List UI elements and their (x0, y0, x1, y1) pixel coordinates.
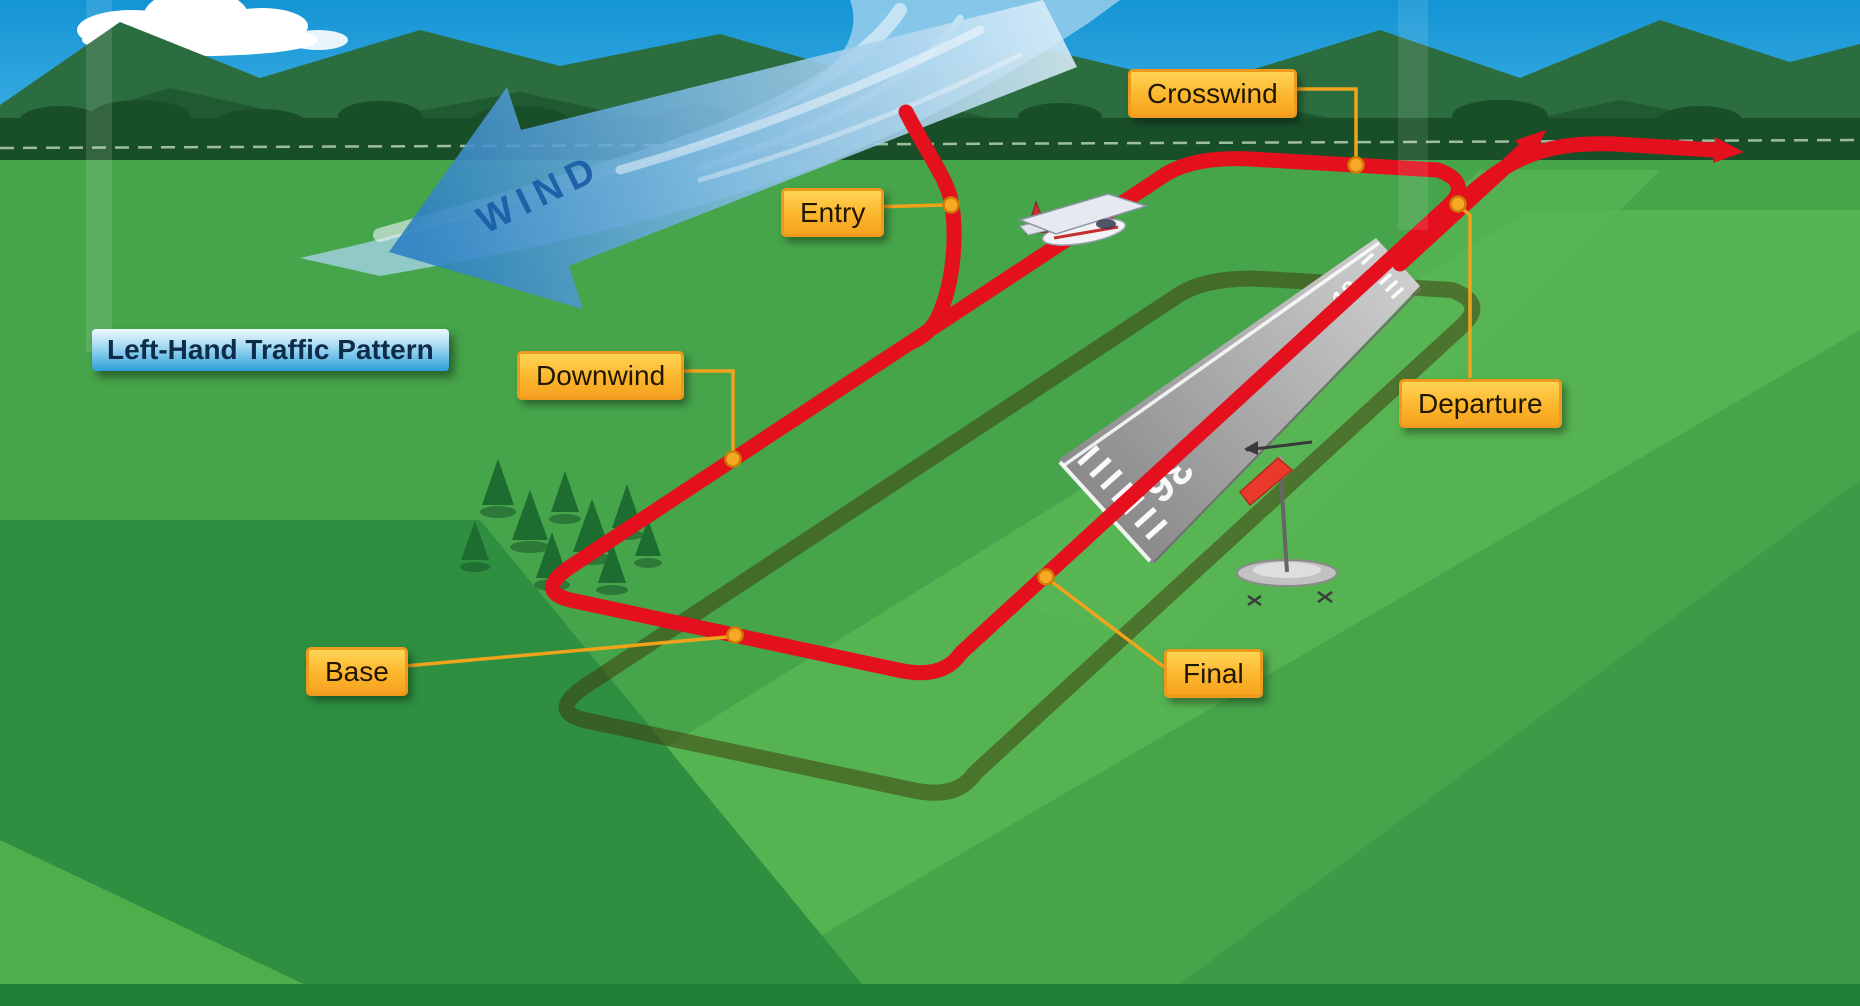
label-final: Final (1164, 649, 1263, 698)
departure-straight-arrowhead (1515, 129, 1547, 160)
tree-cluster (460, 459, 662, 595)
dot-crosswind (1347, 156, 1365, 174)
dot-base (726, 626, 744, 644)
label-base: Base (306, 647, 408, 696)
wind-arrow: WIND (389, 0, 1077, 309)
label-downwind: Downwind (517, 351, 685, 400)
diagram-title: Left-Hand Traffic Pattern (92, 329, 449, 371)
dot-departure (1449, 195, 1467, 213)
entry-path (898, 104, 962, 352)
label-crosswind: Crosswind (1128, 69, 1297, 118)
departure-curve-path (1460, 136, 1722, 204)
airplane-icon (1017, 193, 1149, 246)
tiedown-marks (1247, 590, 1333, 607)
windsock-cone (1238, 457, 1294, 507)
dot-final (1037, 568, 1055, 586)
label-entry: Entry (781, 188, 885, 237)
leader-downwind (668, 369, 735, 452)
leader-crosswind (1278, 87, 1358, 160)
leader-dots (724, 156, 1467, 644)
leader-base (404, 635, 728, 668)
departure-curve-arrowhead (1713, 137, 1744, 163)
field (0, 160, 1860, 1006)
pattern-shadow (558, 270, 1481, 801)
windsock (1236, 440, 1338, 607)
dot-entry (942, 196, 960, 214)
glare-strip-right (1398, 0, 1428, 230)
dot-downwind (724, 450, 742, 468)
label-departure: Departure (1399, 379, 1562, 428)
glare-strip-left (86, 0, 112, 352)
leader-final (1050, 580, 1166, 669)
